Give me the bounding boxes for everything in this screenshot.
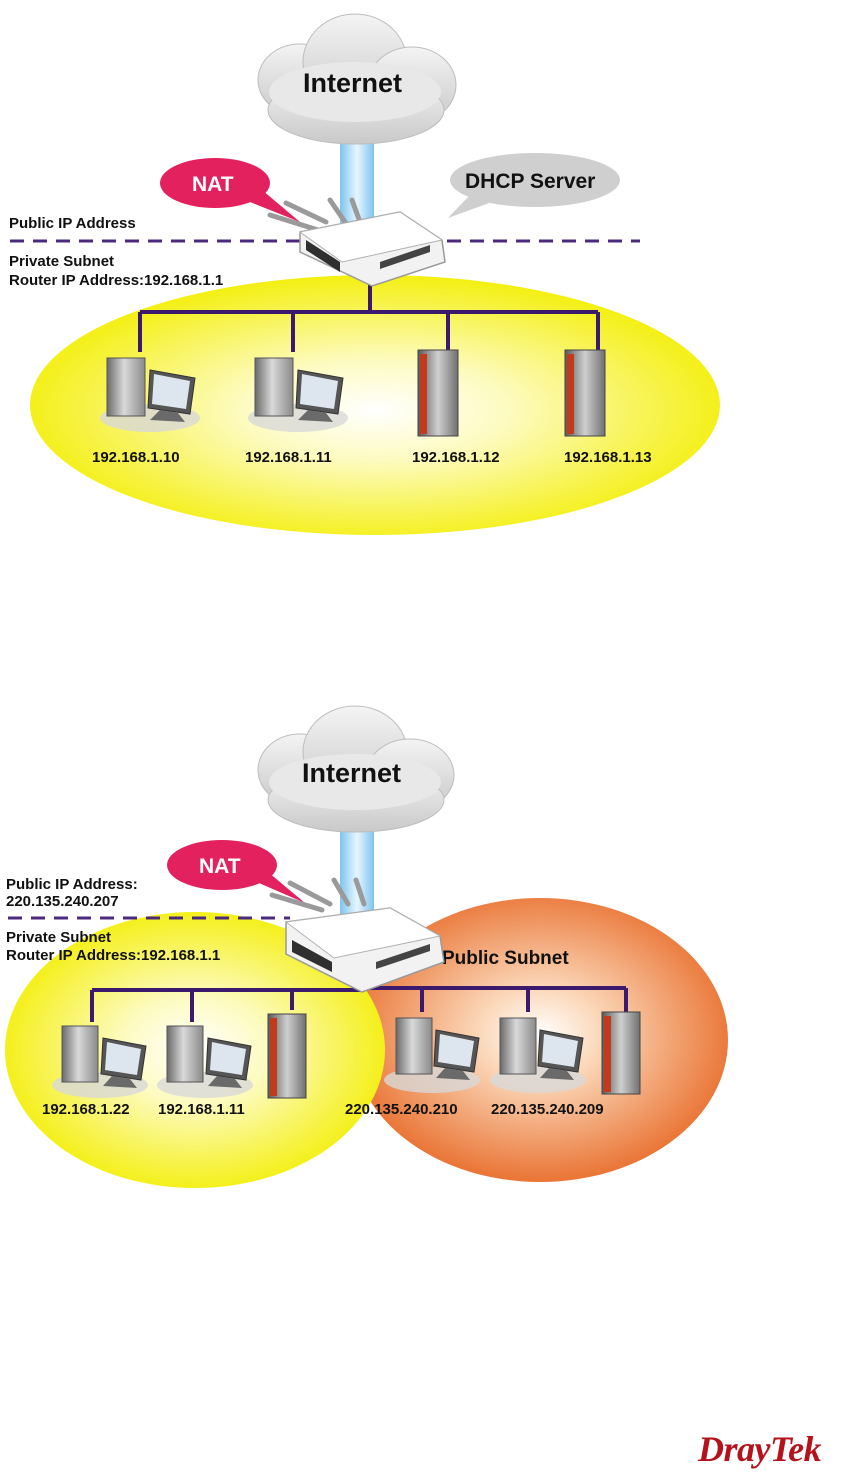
router-ip-label: Router IP Address:192.168.1.1 bbox=[9, 272, 223, 289]
private-lan-area bbox=[30, 275, 720, 535]
host-192-168-1-11 bbox=[248, 357, 348, 432]
host-ip-label: 192.168.1.22 bbox=[42, 1101, 130, 1118]
host-192-168-1-11 bbox=[157, 1025, 253, 1098]
host-192-168-1-10 bbox=[100, 357, 200, 432]
private-subnet-label: Private Subnet bbox=[9, 253, 114, 270]
host-220-135-240-210 bbox=[384, 1017, 480, 1093]
public-ip-value: 220.135.240.207 bbox=[6, 893, 119, 910]
nat-label: NAT bbox=[199, 855, 241, 878]
router-ip-label: Router IP Address:192.168.1.1 bbox=[6, 947, 220, 964]
nat-public-subnet-diagram: Internet NAT Public IP Address: 220.135.… bbox=[0, 700, 843, 1220]
host-192-168-1-22 bbox=[52, 1025, 148, 1098]
router bbox=[267, 197, 446, 287]
host-ip-label: 192.168.1.10 bbox=[92, 449, 180, 466]
nat-dhcp-diagram: Internet NAT DHCP Server Public IP Addre… bbox=[0, 0, 843, 560]
host-ip-label: 220.135.240.210 bbox=[345, 1101, 458, 1118]
internet-cloud bbox=[257, 705, 455, 833]
public-server bbox=[601, 1011, 641, 1095]
dhcp-server-label: DHCP Server bbox=[465, 170, 595, 193]
public-ip-label: Public IP Address bbox=[9, 215, 136, 232]
internet-label: Internet bbox=[303, 68, 402, 98]
internet-cloud bbox=[257, 13, 457, 145]
host-ip-label: 192.168.1.11 bbox=[245, 449, 332, 466]
router bbox=[269, 877, 445, 993]
draytek-logo: DrayTek bbox=[698, 1429, 822, 1469]
nat-label: NAT bbox=[192, 173, 234, 196]
diagram-2-canvas: Internet NAT Public IP Address: 220.135.… bbox=[5, 705, 728, 1188]
host-ip-label: 192.168.1.12 bbox=[412, 449, 500, 466]
public-ip-label: Public IP Address: bbox=[6, 876, 138, 893]
internet-label: Internet bbox=[302, 758, 401, 788]
lan-links bbox=[138, 270, 600, 352]
nat-bubble bbox=[167, 840, 305, 903]
nat-bubble bbox=[160, 158, 300, 222]
host-ip-label: 192.168.1.11 bbox=[158, 1101, 245, 1118]
server-192-168-1-12 bbox=[417, 349, 459, 437]
private-subnet-label: Private Subnet bbox=[6, 929, 111, 946]
private-server bbox=[267, 1013, 307, 1099]
public-subnet-label: Public Subnet bbox=[442, 948, 569, 969]
dhcp-server-bubble bbox=[448, 153, 620, 218]
host-ip-label: 192.168.1.13 bbox=[564, 449, 652, 466]
host-ip-label: 220.135.240.209 bbox=[491, 1101, 604, 1118]
diagram-1-canvas: Internet NAT DHCP Server Public IP Addre… bbox=[9, 13, 720, 535]
host-220-135-240-209 bbox=[490, 1017, 586, 1093]
server-192-168-1-13 bbox=[564, 349, 606, 437]
lan-links bbox=[90, 986, 628, 1022]
